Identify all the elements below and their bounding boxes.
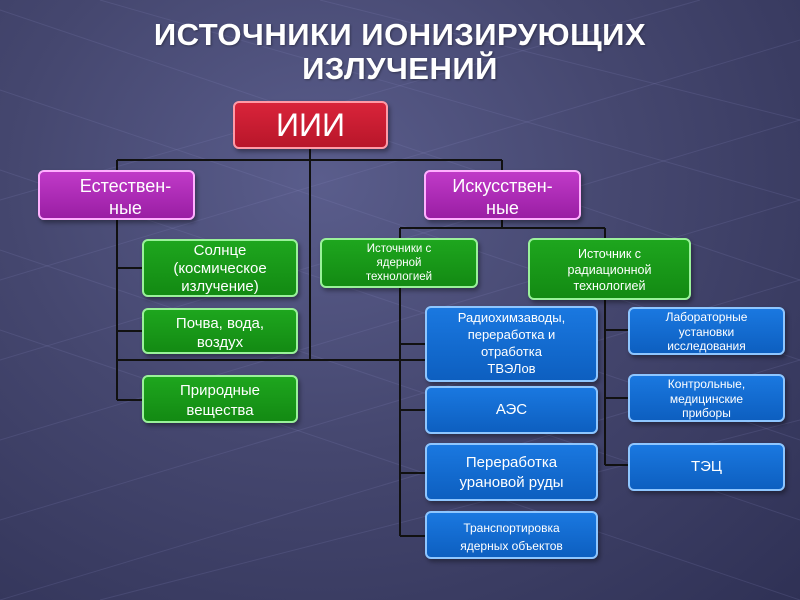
nuclear-item-uranium: Переработка урановой руды [425, 443, 598, 501]
nuclear-item-transport: Транспортировка ядерных объектов [425, 511, 598, 559]
nuclear-item-radiochem-label: Радиохимзаводы, переработка и отработка … [457, 310, 566, 376]
nuclear-item-npp-label: АЭС [495, 401, 528, 418]
subcategory-radiation-label: Источник с радиационной технологией [567, 247, 652, 293]
page-title: ИСТОЧНИКИ ИОНИЗИРУЮЩИХ ИЗЛУЧЕНИЙ [120, 18, 680, 86]
radiation-item-tec: ТЭЦ [628, 443, 785, 491]
radiation-item-devices-label: Контрольные, медицинские приборы [667, 377, 746, 420]
natural-item-soil: Почва, вода, воздух [142, 308, 298, 354]
natural-item-substances-label: Природные вещества [179, 382, 261, 419]
natural-item-sun: Солнце (космическое излучение) [142, 239, 298, 297]
nuclear-item-transport-label: Транспортировка ядерных объектов [460, 521, 563, 553]
category-artificial-label: Искусствен- ные [452, 176, 553, 218]
nuclear-item-radiochem: Радиохимзаводы, переработка и отработка … [425, 306, 598, 382]
radiation-item-labs: Лабораторные установки исследования [628, 307, 785, 355]
subcategory-nuclear: Источники с ядерной технологией [320, 238, 478, 288]
natural-item-substances: Природные вещества [142, 375, 298, 423]
natural-item-soil-label: Почва, вода, воздух [175, 315, 265, 351]
page-title-text: ИСТОЧНИКИ ИОНИЗИРУЮЩИХ ИЗЛУЧЕНИЙ [153, 17, 647, 86]
radiation-item-labs-label: Лабораторные установки исследования [665, 310, 748, 353]
category-natural: Естествен- ные [38, 170, 195, 220]
radiation-item-devices: Контрольные, медицинские приборы [628, 374, 785, 422]
nuclear-item-npp: АЭС [425, 386, 598, 434]
radiation-item-tec-label: ТЭЦ [690, 458, 723, 475]
root-node-label: ИИИ [276, 107, 345, 143]
subcategory-nuclear-label: Источники с ядерной технологией [365, 243, 433, 283]
nuclear-item-uranium-label: Переработка урановой руды [459, 454, 564, 491]
category-artificial: Искусствен- ные [424, 170, 581, 220]
category-natural-label: Естествен- ные [79, 176, 172, 218]
subcategory-radiation: Источник с радиационной технологией [528, 238, 691, 300]
root-node: ИИИ [233, 101, 388, 149]
natural-item-sun-label: Солнце (космическое излучение) [173, 242, 267, 295]
